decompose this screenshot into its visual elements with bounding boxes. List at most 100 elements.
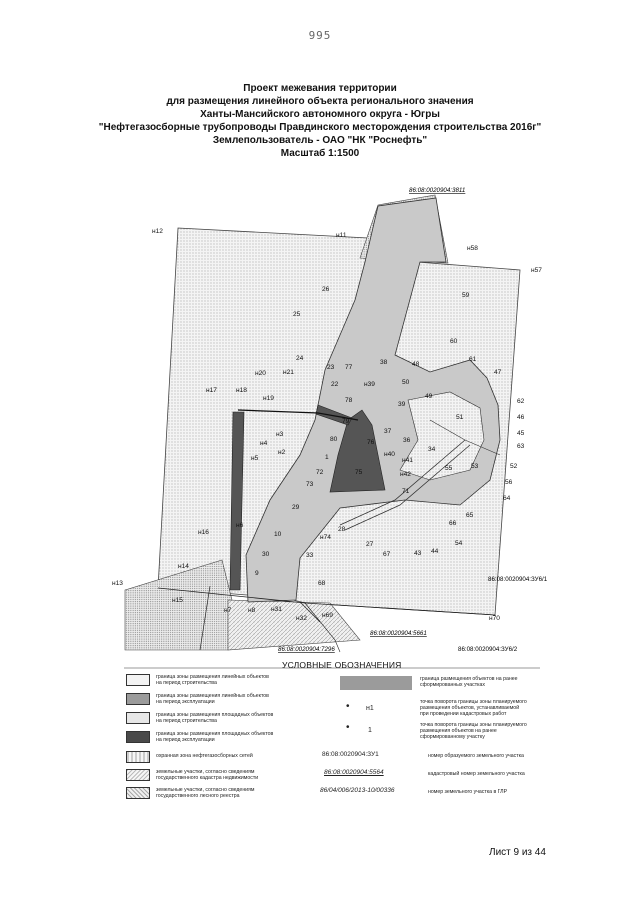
turning-point-label: 29 bbox=[292, 504, 300, 511]
page-number: 995 bbox=[308, 29, 332, 42]
turning-point-label: н4 bbox=[260, 440, 268, 447]
turning-point-label: 48 bbox=[412, 361, 420, 368]
title-line: Масштаб 1:1500 bbox=[280, 148, 360, 159]
turning-point-label: н58 bbox=[467, 245, 478, 252]
turning-point-label: 10 bbox=[274, 531, 282, 538]
turning-point-label: 67 bbox=[383, 551, 391, 558]
parcel-label: 86:08:0020904:ЗУ6/1 bbox=[488, 576, 548, 583]
legend-swatch bbox=[126, 731, 150, 743]
pipeline-line bbox=[429, 419, 501, 456]
parcel-label: 86:08:0020904:5661 bbox=[370, 630, 427, 637]
legend-example-code: 86:08:0020904:ЗУ1 bbox=[322, 751, 379, 758]
turning-point-label: н20 bbox=[255, 370, 266, 377]
turning-point-label: 9 bbox=[255, 570, 259, 577]
turning-point-label: н8 bbox=[248, 607, 256, 614]
parcel-label: 86:08:0020904:3811 bbox=[409, 187, 465, 194]
turning-point-label: н6 bbox=[236, 522, 244, 529]
turning-point-label: 47 bbox=[494, 369, 502, 376]
turning-point-label: 53 bbox=[471, 463, 479, 470]
turning-point-label: 27 bbox=[366, 541, 374, 548]
legend-item: точка поворота границы зоны планируемого… bbox=[420, 722, 527, 740]
turning-point-label: 33 bbox=[306, 552, 314, 559]
pipeline-line bbox=[237, 409, 359, 421]
legend-item: земельные участки, согласно сведениям го… bbox=[156, 769, 259, 781]
turning-point-label: 79 bbox=[342, 418, 350, 425]
turning-point-label: 34 bbox=[428, 446, 436, 453]
legend-item: граница зоны размещения линейных объекто… bbox=[156, 693, 269, 705]
turning-point-label: 52 bbox=[510, 463, 518, 470]
title-line: "Нефтегазосборные трубопроводы Правдинск… bbox=[98, 122, 542, 133]
legend-swatch bbox=[126, 751, 150, 763]
turning-point-label: 80 bbox=[330, 436, 338, 443]
pipeline-line bbox=[344, 444, 471, 531]
turning-point-label: н39 bbox=[364, 381, 375, 388]
turning-point-label: 28 bbox=[338, 526, 346, 533]
turning-point-label: 49 bbox=[425, 393, 433, 400]
boundary-line bbox=[199, 585, 211, 651]
ring-inner bbox=[399, 391, 485, 481]
turning-point-label: 46 bbox=[517, 414, 525, 421]
turning-point-label: н40 bbox=[384, 451, 395, 458]
boundary-line bbox=[299, 601, 321, 623]
turning-point-label: н13 bbox=[112, 580, 123, 587]
legend-swatch bbox=[340, 676, 412, 690]
legend-item: охранная зона нефтегазосборных сетей bbox=[156, 753, 253, 759]
turning-point-label: 23 bbox=[327, 364, 335, 371]
turning-point-label: 38 bbox=[380, 359, 388, 366]
turning-point-label: 44 bbox=[431, 548, 439, 555]
turning-point-label: н19 bbox=[263, 395, 274, 402]
turning-point-label: 24 bbox=[296, 355, 304, 362]
turning-point-label: 73 bbox=[306, 481, 314, 488]
legend-title: УСЛОВНЫЕ ОБОЗНАЧЕНИЯ bbox=[282, 660, 402, 670]
turning-point-label: 63 bbox=[517, 443, 525, 450]
turning-point-label: 75 bbox=[355, 469, 363, 476]
turning-point-label: 72 bbox=[316, 469, 324, 476]
turning-point-label: н31 bbox=[271, 606, 282, 613]
turning-point-label: 77 bbox=[345, 364, 353, 371]
turning-point-label: н32 bbox=[296, 615, 307, 622]
turning-point-label: 54 bbox=[455, 540, 463, 547]
turning-point-label: 37 bbox=[384, 428, 392, 435]
legend-item: граница зоны размещения линейных объекто… bbox=[156, 674, 269, 686]
turning-point-label: 36 bbox=[403, 437, 411, 444]
turning-point-label: 50 bbox=[402, 379, 410, 386]
turning-point-label: н21 bbox=[283, 369, 294, 376]
turning-point-label: 51 bbox=[456, 414, 464, 421]
legend-swatch bbox=[126, 787, 150, 799]
title-line: Землепользователь - ОАО "НК "Роснефть" bbox=[212, 135, 428, 146]
turning-point-label: 61 bbox=[469, 356, 477, 363]
turning-point-label: 65 bbox=[466, 512, 474, 519]
turning-point-label: н74 bbox=[320, 534, 331, 541]
operation-zone-ring bbox=[315, 404, 353, 426]
turning-point-label: н7 bbox=[224, 607, 232, 614]
turning-point-label: н41 bbox=[402, 457, 413, 464]
parcel-label: 86:08:0020904:ЗУ6/2 bbox=[458, 646, 518, 653]
turning-point-label: 22 bbox=[331, 381, 339, 388]
legend-item: граница зоны размещения площадных объект… bbox=[156, 712, 274, 724]
title-line: Проект межевания территории bbox=[243, 83, 397, 94]
turning-point-label: 1 bbox=[325, 454, 329, 461]
turning-point-label: н3 bbox=[276, 431, 284, 438]
turning-point-label: н70 bbox=[489, 615, 500, 622]
legend-marker-dot: • bbox=[346, 722, 350, 733]
legend-example-desc: номер образуемого земельного участка bbox=[428, 753, 524, 759]
legend-swatch bbox=[126, 693, 150, 705]
turning-point-label: 30 bbox=[262, 551, 270, 558]
turning-point-label: 62 bbox=[517, 398, 525, 405]
legend-example-desc: кадастровый номер земельного участка bbox=[428, 771, 525, 777]
map-title: Проект межевания территории для размещен… bbox=[0, 82, 640, 160]
legend-item: точка поворота границы зоны планируемого… bbox=[420, 699, 527, 717]
lower-parcel bbox=[124, 559, 239, 651]
turning-point-label: н15 bbox=[172, 597, 183, 604]
turning-point-label: н11 bbox=[336, 232, 347, 239]
legend-swatch bbox=[126, 769, 150, 781]
turning-point-label: 26 bbox=[322, 286, 330, 293]
turning-point-label: н17 bbox=[206, 387, 217, 394]
turning-point-label: н69 bbox=[322, 612, 333, 619]
turning-point-label: 66 bbox=[449, 520, 457, 527]
legend-item: земельные участки, согласно сведениям го… bbox=[156, 787, 255, 799]
legend-example-desc: номер земельного участка в ГЛР bbox=[428, 789, 508, 795]
turning-point-label: 60 bbox=[450, 338, 458, 345]
